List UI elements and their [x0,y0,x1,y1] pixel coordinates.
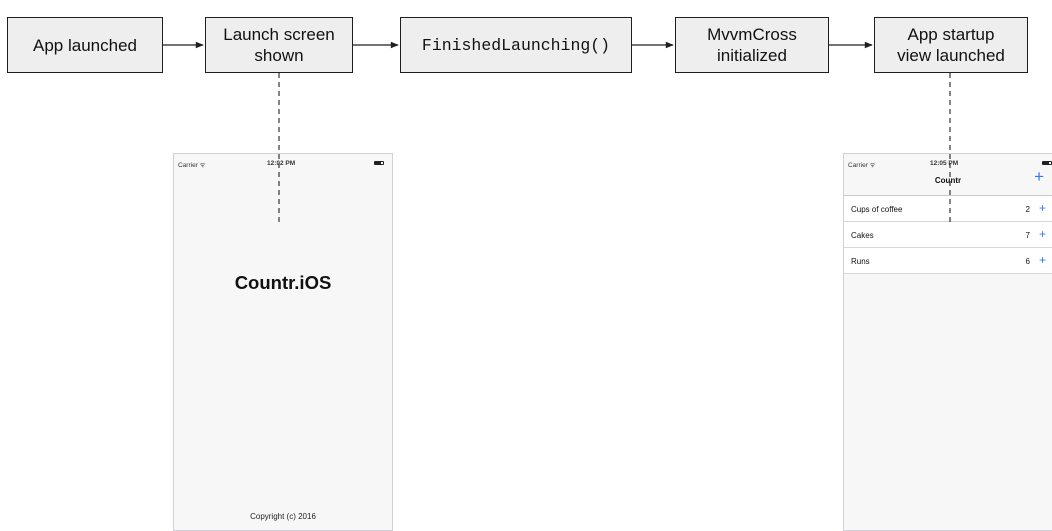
step-mvvmcross: MvvmCross initialized [675,17,829,73]
clock-label: 12:05 PM [930,160,959,167]
step-launch-screen: Launch screen shown [205,17,353,73]
list-item[interactable]: Cups of coffee 2 + [844,196,1052,222]
counter-list: Cups of coffee 2 + Cakes 7 + Runs 6 + [844,196,1052,274]
add-counter-button[interactable]: + [1034,167,1044,186]
increment-button[interactable]: + [1038,201,1046,215]
increment-button[interactable]: + [1038,227,1046,241]
step-finished-launching-label: FinishedLaunching() [421,35,611,55]
status-bar: Carrier ᯤ 12:02 PM [174,154,392,172]
list-item[interactable]: Cakes 7 + [844,222,1052,248]
counter-value: 7 [1025,231,1030,240]
counter-value: 6 [1025,257,1030,266]
nav-divider [844,195,1052,196]
step-app-launched-label: App launched [33,35,137,55]
step-mvvmcross-label: MvvmCross initialized [707,25,797,65]
counter-name: Cups of coffee [851,205,903,214]
counter-name: Cakes [851,231,874,240]
clock-label: 12:02 PM [267,160,296,167]
step-startup-view-label: App startup view launched [897,25,1005,65]
startup-view-phone: Carrier ᯤ 12:05 PM Countr + Cups of coff… [843,153,1052,531]
increment-button[interactable]: + [1038,253,1046,267]
nav-title: Countr [934,176,962,185]
step-finished-launching: FinishedLaunching() [400,17,632,73]
launch-app-title: Countr.iOS [234,272,332,293]
list-item[interactable]: Runs 6 + [844,248,1052,274]
step-app-launched: App launched [7,17,163,73]
battery-icon [374,161,384,165]
copyright-text: Copyright (c) 2016 [250,512,316,521]
carrier-label: Carrier ᯤ [178,162,206,169]
step-startup-view: App startup view launched [874,17,1028,73]
step-launch-screen-label: Launch screen shown [223,25,335,65]
counter-value: 2 [1025,205,1030,214]
carrier-label: Carrier ᯤ [848,162,876,169]
counter-name: Runs [851,257,870,266]
launch-screen-phone: Carrier ᯤ 12:02 PM Countr.iOS Copyright … [173,153,393,531]
